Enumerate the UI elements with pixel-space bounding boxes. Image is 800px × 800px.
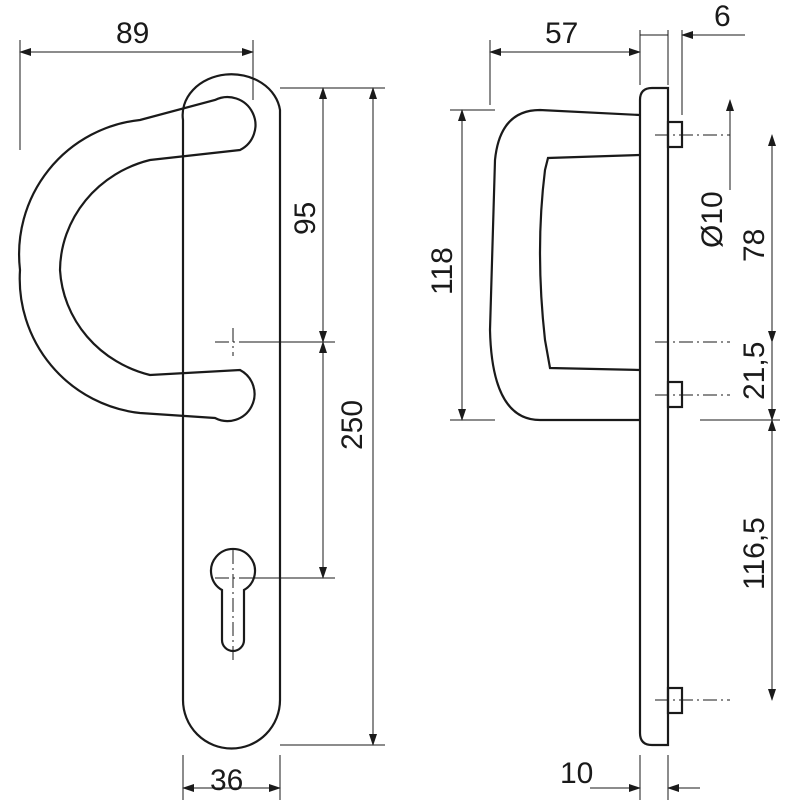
handle-outline <box>18 95 257 423</box>
dimension-lines <box>19 30 780 800</box>
dim-78: 78 <box>738 229 771 262</box>
dim-250: 250 <box>336 400 369 450</box>
side-view <box>488 86 730 747</box>
front-view <box>18 73 330 750</box>
dim-118: 118 <box>426 247 459 295</box>
dim-6: 6 <box>714 0 731 33</box>
dim-116-5: 116,5 <box>738 517 771 590</box>
dim-10: 10 <box>560 757 593 790</box>
dim-21-5: 21,5 <box>738 342 771 400</box>
dim-57: 57 <box>545 17 578 50</box>
cylinder-keyhole <box>209 547 257 653</box>
side-handle-outline <box>488 108 641 422</box>
dim-95: 95 <box>289 202 322 235</box>
side-plate-outline <box>638 86 670 747</box>
dim-36: 36 <box>210 764 243 797</box>
dim-diameter-10: Ø10 <box>696 191 729 248</box>
backplate-outline <box>181 73 282 750</box>
dim-89: 89 <box>116 17 149 50</box>
